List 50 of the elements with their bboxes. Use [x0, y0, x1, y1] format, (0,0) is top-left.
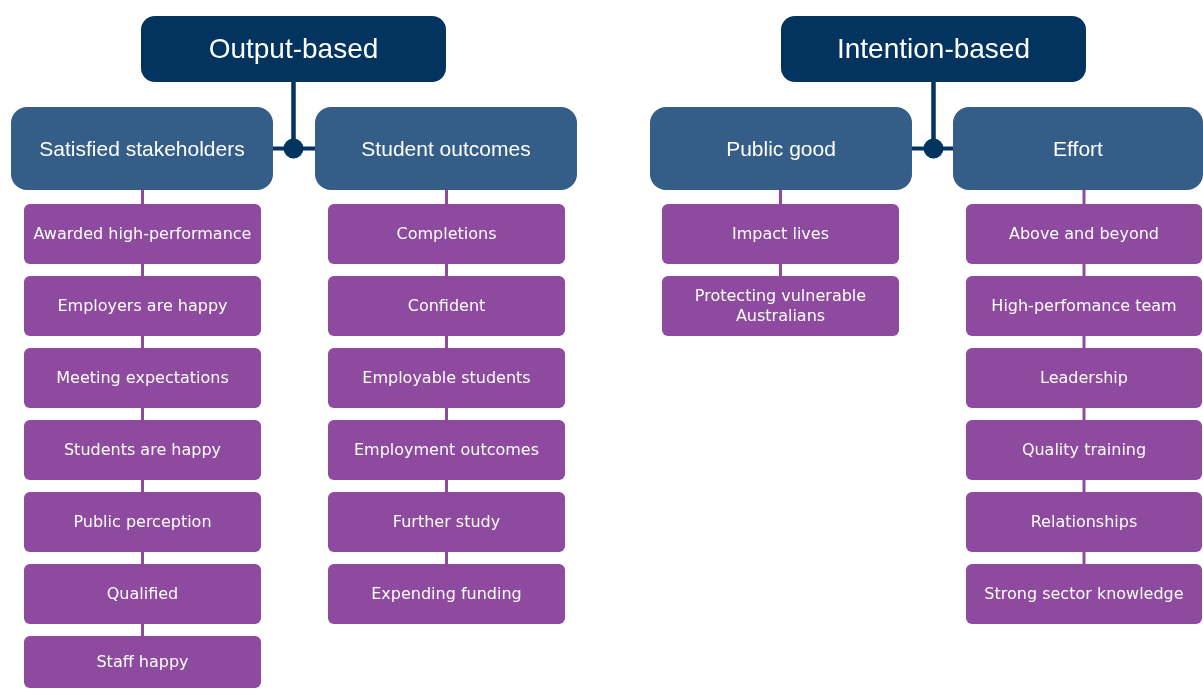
connector-line — [779, 264, 782, 276]
connector-line — [141, 624, 144, 636]
connector-line — [141, 336, 144, 348]
item-box: Completions — [328, 204, 565, 264]
connector-line — [445, 190, 448, 204]
category-header-box: Output-based — [141, 16, 446, 82]
connector-line — [445, 336, 448, 348]
item-box: Leadership — [966, 348, 1202, 408]
connector-line — [141, 480, 144, 492]
connector-line — [141, 264, 144, 276]
item-box: Employers are happy — [24, 276, 261, 336]
item-box: Employable students — [328, 348, 565, 408]
item-box: Public perception — [24, 492, 261, 552]
item-box: Further study — [328, 492, 565, 552]
connector-line — [141, 190, 144, 204]
item-box: Qualified — [24, 564, 261, 624]
connector-line — [1082, 552, 1086, 564]
connector-line — [141, 408, 144, 420]
item-box: Quality training — [966, 420, 1202, 480]
item-box: Strong sector knowledge — [966, 564, 1202, 624]
connector-line — [141, 552, 144, 564]
item-box: Students are happy — [24, 420, 261, 480]
connector-line — [931, 82, 953, 151]
category-header-box: Intention-based — [781, 16, 1086, 82]
subcategory-box: Student outcomes — [315, 107, 577, 190]
subcategory-box: Satisfied stakeholders — [11, 107, 273, 190]
item-box: Confident — [328, 276, 565, 336]
connector-line — [1082, 408, 1086, 420]
item-box: Impact lives — [662, 204, 899, 264]
connector-line — [291, 82, 315, 151]
subcategory-box: Effort — [953, 107, 1203, 190]
connector-line — [445, 408, 448, 420]
item-box: Above and beyond — [966, 204, 1202, 264]
connector-line — [445, 480, 448, 492]
connector-line — [779, 190, 782, 204]
connector-line — [445, 552, 448, 564]
item-box: Protecting vulnerable Australians — [662, 276, 899, 336]
item-box: Staff happy — [24, 636, 261, 688]
subcategory-box: Public good — [650, 107, 912, 190]
item-box: Employment outcomes — [328, 420, 565, 480]
item-box: Relationships — [966, 492, 1202, 552]
connector-line — [1082, 336, 1086, 348]
connector-line — [1082, 190, 1086, 204]
item-box: Meeting expectations — [24, 348, 261, 408]
connector-line — [1082, 264, 1086, 276]
item-box: High-perfomance team — [966, 276, 1202, 336]
connector-line — [1082, 480, 1086, 492]
connector-line — [445, 264, 448, 276]
item-box: Expending funding — [328, 564, 565, 624]
item-box: Awarded high-performance — [24, 204, 261, 264]
